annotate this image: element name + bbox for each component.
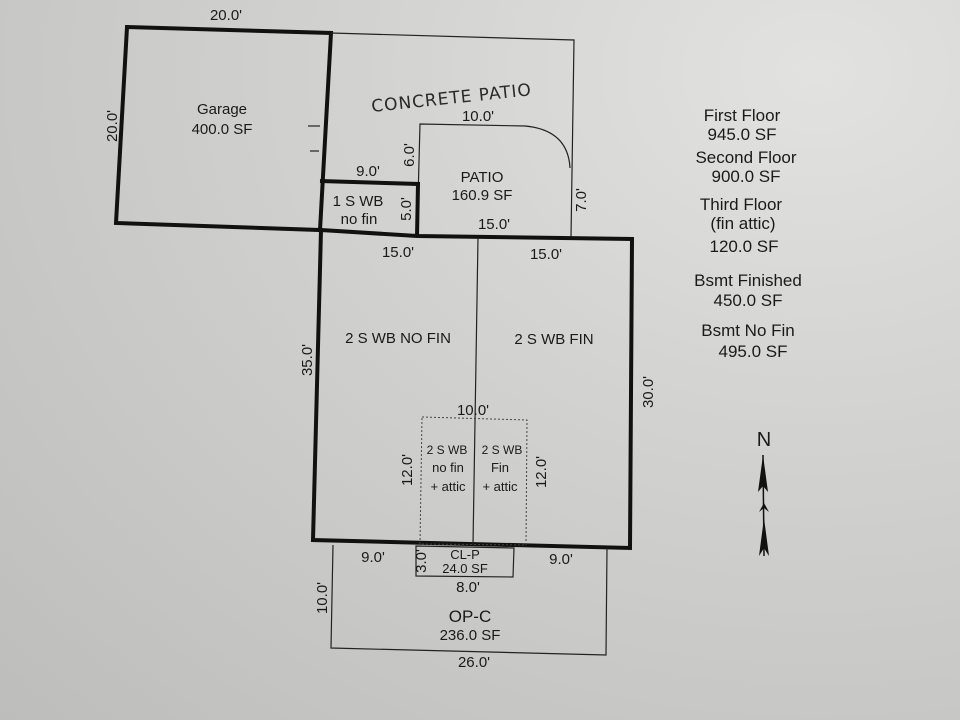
attic-fin-line3: + attic xyxy=(482,479,518,494)
attic-fin-line1: 2 S WB xyxy=(482,443,523,457)
dim-house-top-left: 15.0' xyxy=(382,244,414,261)
dim-attic-top: 10.0' xyxy=(457,402,489,419)
summary-bsmt-finished-value: 450.0 SF xyxy=(714,291,783,310)
summary-bsmt-no-fin-label: Bsmt No Fin xyxy=(701,321,795,340)
dim-patio-top: 10.0' xyxy=(462,108,494,125)
dim-patio-left: 6.0' xyxy=(401,143,418,167)
dim-house-left: 35.0' xyxy=(299,344,316,376)
dim-garage-left: 20.0' xyxy=(104,110,121,142)
summary-third-floor-sub: (fin attic) xyxy=(710,214,775,233)
handwritten-note: CONCRETE PATIO xyxy=(370,80,532,117)
concrete-patio-outline xyxy=(330,32,575,239)
north-arrow-icon xyxy=(758,454,769,557)
summary-second-floor-label: Second Floor xyxy=(695,148,796,167)
attic-no-fin-line3: + attic xyxy=(430,479,466,494)
dim-clp-left: 3.0' xyxy=(413,549,430,573)
dim-attic-left: 12.0' xyxy=(399,454,416,486)
summary-bsmt-no-fin-value: 495.0 SF xyxy=(719,342,788,361)
summary-third-floor-value: 120.0 SF xyxy=(710,237,779,256)
op-c-area: 236.0 SF xyxy=(440,627,501,644)
one-story-sub: no fin xyxy=(341,211,378,228)
cl-p-area: 24.0 SF xyxy=(442,561,488,576)
main-house-outline xyxy=(310,227,635,551)
summary-second-floor-value: 900.0 SF xyxy=(712,167,781,186)
cl-p-label: CL-P xyxy=(450,547,480,562)
attic-no-fin-line1: 2 S WB xyxy=(427,443,468,457)
dim-attic-right: 12.0' xyxy=(533,456,550,488)
summary-third-floor-label: Third Floor xyxy=(700,195,783,214)
north-label: N xyxy=(757,429,771,451)
dim-opc-left: 10.0' xyxy=(314,582,331,614)
summary-bsmt-finished-label: Bsmt Finished xyxy=(694,271,802,290)
cl-p-outline xyxy=(415,545,515,578)
dim-one-story-right: 5.0' xyxy=(398,197,415,221)
garage-label: Garage xyxy=(197,101,247,118)
summary-first-floor-value: 945.0 SF xyxy=(708,125,777,144)
dim-patio-bottom: 15.0' xyxy=(478,216,510,233)
summary-first-floor-label: First Floor xyxy=(704,106,781,125)
one-story-label: 1 S WB xyxy=(333,193,384,210)
one-story-outline xyxy=(319,179,421,237)
dim-house-top-right: 15.0' xyxy=(530,246,562,263)
garage-area: 400.0 SF xyxy=(192,121,253,138)
dim-one-story-top: 9.0' xyxy=(356,163,380,180)
op-c-outline xyxy=(330,544,608,656)
attic-fin-line2: Fin xyxy=(491,460,509,475)
attic-no-fin-line2: no fin xyxy=(432,460,464,475)
dim-opc-bottom: 26.0' xyxy=(458,654,490,671)
patio-outline xyxy=(416,123,571,238)
dim-porch-right-top: 9.0' xyxy=(549,551,573,568)
patio-area: 160.9 SF xyxy=(452,187,513,204)
patio-label: PATIO xyxy=(461,169,504,186)
dim-garage-top: 20.0' xyxy=(210,7,242,24)
dim-house-right: 30.0' xyxy=(640,376,657,408)
two-story-fin-label: 2 S WB FIN xyxy=(514,331,593,348)
dim-clp-bottom: 8.0' xyxy=(456,579,480,596)
dim-porch-left-top: 9.0' xyxy=(361,549,385,566)
op-c-label: OP-C xyxy=(449,607,492,626)
dim-patio-right: 7.0' xyxy=(573,188,590,212)
house-divider xyxy=(472,237,479,546)
two-story-no-fin-label: 2 S WB NO FIN xyxy=(345,330,451,347)
